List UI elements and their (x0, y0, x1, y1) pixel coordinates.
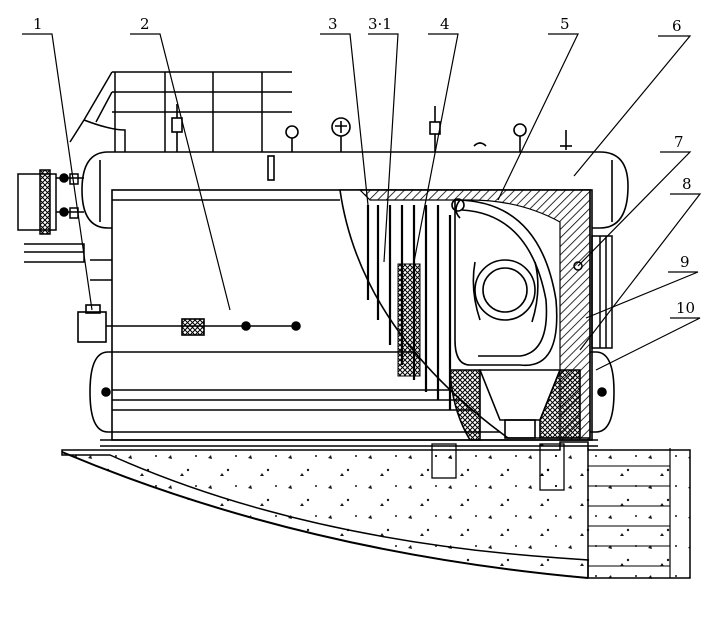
label-6: 6 (672, 17, 682, 35)
furnace (449, 198, 581, 441)
label-9: 9 (680, 253, 690, 271)
label-8: 8 (682, 175, 692, 193)
label-5: 5 (560, 15, 570, 33)
foundation (61, 441, 691, 580)
label-3: 3 (328, 15, 338, 33)
leader-lines (22, 33, 702, 371)
top-railing (69, 71, 292, 152)
part-labels: 1 2 3 3·1 4 5 6 7 8 9 10 (33, 15, 695, 317)
label-1: 1 (33, 15, 43, 33)
flue-duct (573, 235, 613, 349)
label-2: 2 (140, 15, 150, 33)
label-3-1: 3·1 (368, 15, 392, 33)
label-7: 7 (674, 133, 684, 151)
label-4: 4 (440, 15, 450, 33)
label-10: 10 (676, 299, 695, 317)
cutaway-section (339, 189, 591, 441)
